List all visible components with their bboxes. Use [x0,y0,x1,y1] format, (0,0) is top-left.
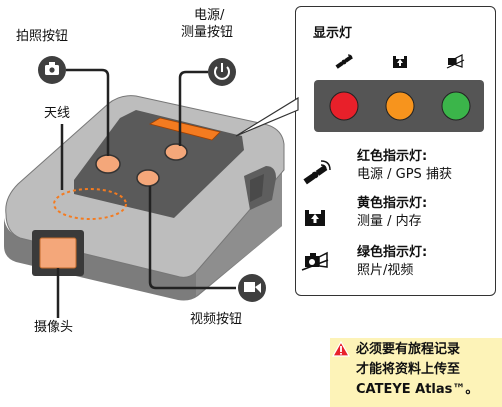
measure-memory-icon-large [305,210,325,226]
led-orange [385,91,415,121]
led-red [329,91,359,121]
photo-button-physical[interactable] [95,154,121,174]
satellite-icon-large [303,160,331,185]
camera-lens [39,237,77,269]
camera-photo-icon-large [301,251,329,271]
satellite-icon [335,54,353,69]
notice-line1: 必须要有旅程记录 [356,342,461,357]
indicator-red-desc: 电源 / GPS 捕获 [357,167,452,182]
photo-button-icon-circle [38,56,66,84]
led-green [441,91,471,121]
notice-line3: CATEYE Atlas™。 [356,382,479,397]
panel-title: 显示灯 [313,26,353,41]
power-button-leader [178,70,208,146]
notice-text: 必须要有旅程记录 才能将资料上传至 CATEYE Atlas™。 [356,340,478,400]
photo-button-label: 拍照按钮 [16,29,69,44]
video-button-physical[interactable] [136,169,160,187]
indicator-yellow-title: 黄色指示灯: [357,196,428,211]
photo-button-leader [66,68,110,156]
camera-label: 摄像头 [34,320,74,335]
panel-pointer [235,96,299,137]
power-button-label-line1: 电源/ [194,8,225,23]
warning-icon [331,340,351,357]
power-button-label-line2: 测量按钮 [181,25,234,40]
indicator-yellow-desc: 测量 / 内存 [357,214,422,229]
measure-memory-icon [393,56,407,68]
power-button-physical[interactable] [164,143,188,161]
notice-line2: 才能将资料上传至 [356,362,461,377]
antenna-area [53,188,127,220]
power-button-icon-circle [208,58,236,86]
antenna-label: 天线 [44,106,71,121]
video-button-leader [148,186,236,290]
device-body [4,95,285,301]
indicator-red-title: 红色指示灯: [357,149,428,164]
video-button-label: 视频按钮 [190,312,243,327]
indicator-green-desc: 照片/视频 [357,263,414,278]
indicator-green-title: 绿色指示灯: [357,245,428,260]
camera-video-icon [446,54,465,69]
video-button-icon-circle [238,274,266,302]
